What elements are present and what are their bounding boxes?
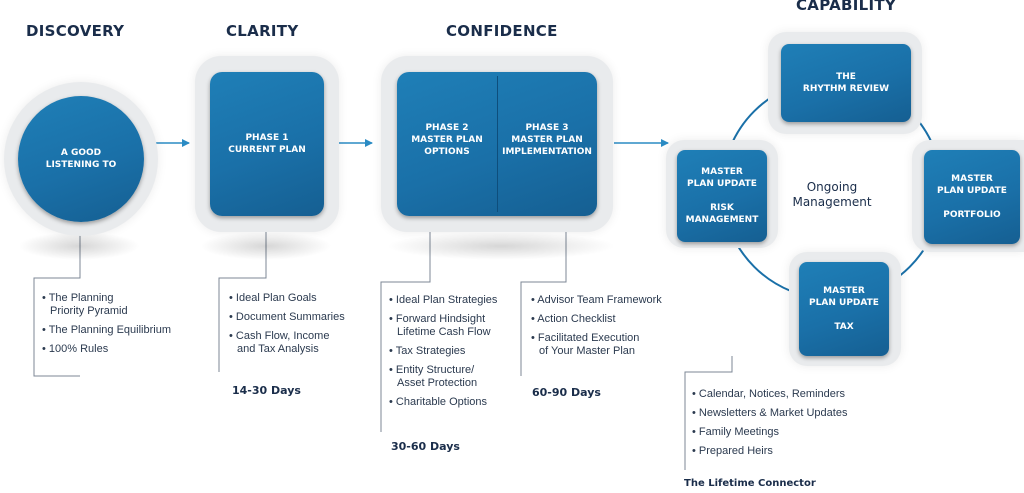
clarity-phase1-text: PHASE 1 CURRENT PLAN xyxy=(228,133,306,155)
confidence-box: PHASE 2 MASTER PLAN OPTIONS PHASE 3 MAST… xyxy=(397,72,597,216)
list-item: • Advisor Team Framework xyxy=(531,294,662,306)
list-item: • Family Meetings xyxy=(692,426,779,438)
discovery-bullets: • The Planning Priority Pyramid • The Pl… xyxy=(42,292,192,362)
heading-confidence: CONFIDENCE xyxy=(446,22,558,40)
bracket-capability xyxy=(684,356,733,470)
discovery-floor-shadow xyxy=(18,232,140,260)
discovery-circle: A GOOD LISTENING TO xyxy=(18,96,144,222)
phase2-bullets: • Ideal Plan Strategies • Forward Hindsi… xyxy=(389,294,525,415)
heading-capability: CAPABILITY xyxy=(796,0,897,14)
list-item: • Calendar, Notices, Reminders xyxy=(692,388,846,400)
discovery-circle-text: A GOOD LISTENING TO xyxy=(45,148,117,170)
list-item: • Ideal Plan Strategies xyxy=(389,294,498,306)
list-item: • Prepared Heirs xyxy=(692,445,773,457)
list-item: • Ideal Plan Goals xyxy=(229,292,317,304)
phase2-text: PHASE 2 MASTER PLAN OPTIONS xyxy=(411,123,483,157)
clarity-bullets: • Ideal Plan Goals • Document Summaries … xyxy=(229,292,379,362)
list-item: • Cash Flow, Income and Tax Analysis xyxy=(229,330,330,355)
rhythm-review-text: THE RHYTHM REVIEW xyxy=(802,72,890,94)
tax-box: MASTER PLAN UPDATE TAX xyxy=(799,262,889,356)
confidence-floor-shadow xyxy=(386,232,616,260)
bracket-phase3 xyxy=(520,214,567,376)
risk-management-box: MASTER PLAN UPDATE RISK MANAGEMENT xyxy=(677,150,767,242)
heading-discovery: DISCOVERY xyxy=(26,22,125,40)
phase-divider xyxy=(497,76,498,212)
list-item: • 100% Rules xyxy=(42,343,109,355)
list-item: • Newsletters & Market Updates xyxy=(692,407,848,419)
capability-bullets: • Calendar, Notices, Reminders • Newslet… xyxy=(692,388,902,464)
list-item: • The Planning Equilibrium xyxy=(42,324,171,336)
bracket-clarity xyxy=(218,206,267,372)
phase2-days: 30-60 Days xyxy=(391,440,460,453)
phase3-days: 60-90 Days xyxy=(532,386,601,399)
heading-clarity: CLARITY xyxy=(226,22,299,40)
clarity-phase1-box: PHASE 1 CURRENT PLAN xyxy=(210,72,324,216)
list-item: • Tax Strategies xyxy=(389,345,466,357)
portfolio-text: MASTER PLAN UPDATE PORTFOLIO xyxy=(937,174,1007,220)
clarity-floor-shadow xyxy=(200,232,332,260)
phase3-text: PHASE 3 MASTER PLAN IMPLEMENTATION xyxy=(502,123,592,157)
lifetime-connector-label: The Lifetime Connector xyxy=(684,478,816,489)
ongoing-management-label: Ongoing Management xyxy=(792,180,872,209)
clarity-days: 14-30 Days xyxy=(232,384,301,397)
list-item: • Document Summaries xyxy=(229,311,345,323)
list-item: • The Planning Priority Pyramid xyxy=(42,292,128,317)
bracket-discovery xyxy=(33,218,81,377)
list-item: • Entity Structure/ Asset Protection xyxy=(389,364,478,389)
list-item: • Forward Hindsight Lifetime Cash Flow xyxy=(389,313,491,338)
bracket-phase2 xyxy=(380,214,431,432)
rhythm-review-box: THE RHYTHM REVIEW xyxy=(781,44,911,122)
phase3-bullets: • Advisor Team Framework • Action Checkl… xyxy=(531,294,691,364)
risk-management-text: MASTER PLAN UPDATE RISK MANAGEMENT xyxy=(685,167,759,225)
list-item: • Charitable Options xyxy=(389,396,488,408)
list-item: • Facilitated Execution of Your Master P… xyxy=(531,332,640,357)
list-item: • Action Checklist xyxy=(531,313,616,325)
tax-text: MASTER PLAN UPDATE TAX xyxy=(809,286,879,332)
portfolio-box: MASTER PLAN UPDATE PORTFOLIO xyxy=(924,150,1020,244)
